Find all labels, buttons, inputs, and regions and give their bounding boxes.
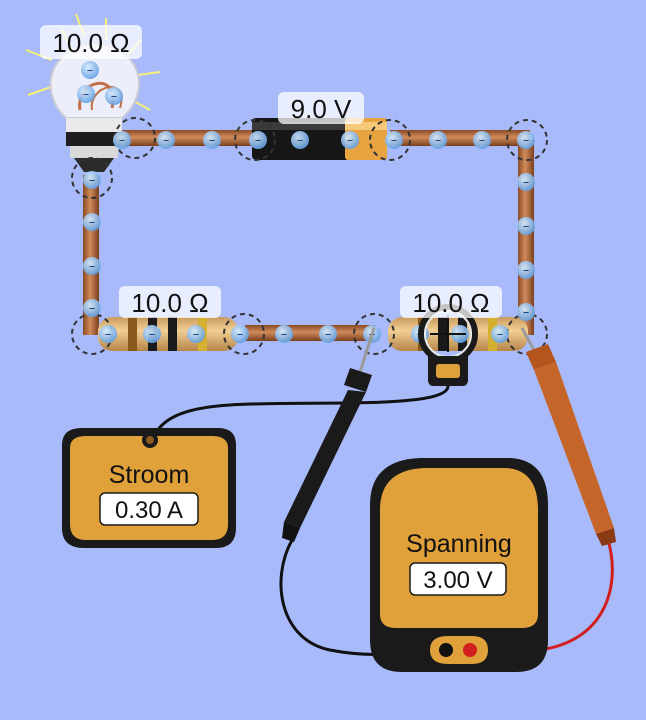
svg-text:10.0 Ω: 10.0 Ω	[412, 288, 489, 318]
black-probe[interactable]	[282, 327, 376, 542]
electrons: –––––––––––––––––––––––––––––––	[77, 61, 535, 343]
svg-text:–: –	[193, 327, 200, 342]
electron: –	[275, 325, 293, 343]
bulb-label: 10.0 Ω	[40, 25, 142, 59]
svg-text:–: –	[87, 63, 94, 78]
electron: –	[113, 131, 131, 149]
electron: –	[291, 131, 309, 149]
svg-text:–: –	[89, 173, 96, 188]
junction-top-left[interactable]	[114, 117, 156, 159]
voltmeter[interactable]: Spanning 3.00 V	[370, 458, 548, 672]
electron: –	[517, 261, 535, 279]
electron: –	[473, 131, 491, 149]
svg-text:–: –	[111, 89, 118, 104]
svg-text:–: –	[479, 133, 486, 148]
svg-text:–: –	[523, 263, 530, 278]
ammeter-cable	[150, 385, 450, 441]
svg-text:–: –	[325, 327, 332, 342]
ammeter-probe[interactable]	[418, 304, 478, 386]
electron: –	[429, 131, 447, 149]
svg-text:10.0 Ω: 10.0 Ω	[131, 288, 208, 318]
svg-text:–: –	[89, 259, 96, 274]
electron: –	[203, 131, 221, 149]
electron: –	[187, 325, 205, 343]
resistor-right-label: 10.0 Ω	[400, 286, 502, 318]
svg-text:–: –	[83, 87, 90, 102]
svg-text:–: –	[163, 133, 170, 148]
electron: –	[83, 299, 101, 317]
electron: –	[517, 173, 535, 191]
electron: –	[83, 257, 101, 275]
svg-text:–: –	[523, 175, 530, 190]
wire-top-left[interactable]	[120, 130, 260, 146]
electron: –	[105, 87, 123, 105]
voltmeter-black-jack	[439, 643, 453, 657]
junction-bulb-bottom[interactable]	[71, 157, 113, 199]
battery-label: 9.0 V	[278, 92, 364, 124]
svg-text:–: –	[255, 133, 262, 148]
junction-resistor-right-left[interactable]	[353, 313, 395, 355]
svg-text:10.0 Ω: 10.0 Ω	[52, 28, 129, 58]
electron: –	[319, 325, 337, 343]
resistor-left-label: 10.0 Ω	[119, 286, 221, 318]
battery[interactable]	[252, 118, 387, 160]
svg-text:–: –	[89, 301, 96, 316]
electron: –	[83, 213, 101, 231]
junction-battery-right[interactable]	[369, 119, 411, 161]
svg-text:–: –	[497, 327, 504, 342]
electron: –	[77, 85, 95, 103]
svg-text:–: –	[89, 215, 96, 230]
svg-text:–: –	[105, 327, 112, 342]
svg-text:–: –	[523, 305, 530, 320]
resistor-left[interactable]	[98, 317, 238, 351]
svg-text:–: –	[297, 133, 304, 148]
electron: –	[83, 171, 101, 189]
ammeter-title: Stroom	[109, 461, 190, 489]
electron: –	[385, 131, 403, 149]
electron: –	[157, 131, 175, 149]
electron: –	[81, 61, 99, 79]
ammeter[interactable]: Stroom 0.30 A	[62, 428, 236, 548]
svg-text:–: –	[209, 133, 216, 148]
svg-text:–: –	[347, 133, 354, 148]
electron: –	[341, 131, 359, 149]
svg-text:–: –	[523, 133, 530, 148]
electron: –	[143, 325, 161, 343]
electron: –	[517, 303, 535, 321]
junction-resistor-left-right[interactable]	[223, 313, 265, 355]
svg-text:9.0 V: 9.0 V	[291, 94, 352, 124]
ammeter-display	[99, 492, 199, 526]
svg-text:–: –	[237, 327, 244, 342]
red-probe[interactable]	[520, 327, 616, 546]
voltmeter-title: Spanning	[406, 530, 512, 558]
electron: –	[249, 131, 267, 149]
electron: –	[491, 325, 509, 343]
svg-text:–: –	[119, 133, 126, 148]
voltmeter-display	[409, 562, 507, 596]
svg-text:–: –	[523, 219, 530, 234]
ammeter-reading: 0.30 A	[115, 497, 183, 524]
wire-top-right[interactable]	[390, 130, 530, 146]
junction-top-right[interactable]	[506, 119, 548, 161]
svg-text:–: –	[149, 327, 156, 342]
svg-text:–: –	[391, 133, 398, 148]
svg-text:–: –	[435, 133, 442, 148]
svg-text:–: –	[281, 327, 288, 342]
electron: –	[231, 325, 249, 343]
junction-battery-left[interactable]	[234, 119, 276, 161]
electron: –	[99, 325, 117, 343]
electron: –	[517, 131, 535, 149]
voltmeter-reading: 3.00 V	[423, 567, 492, 594]
voltmeter-red-jack	[463, 643, 477, 657]
electron: –	[517, 217, 535, 235]
